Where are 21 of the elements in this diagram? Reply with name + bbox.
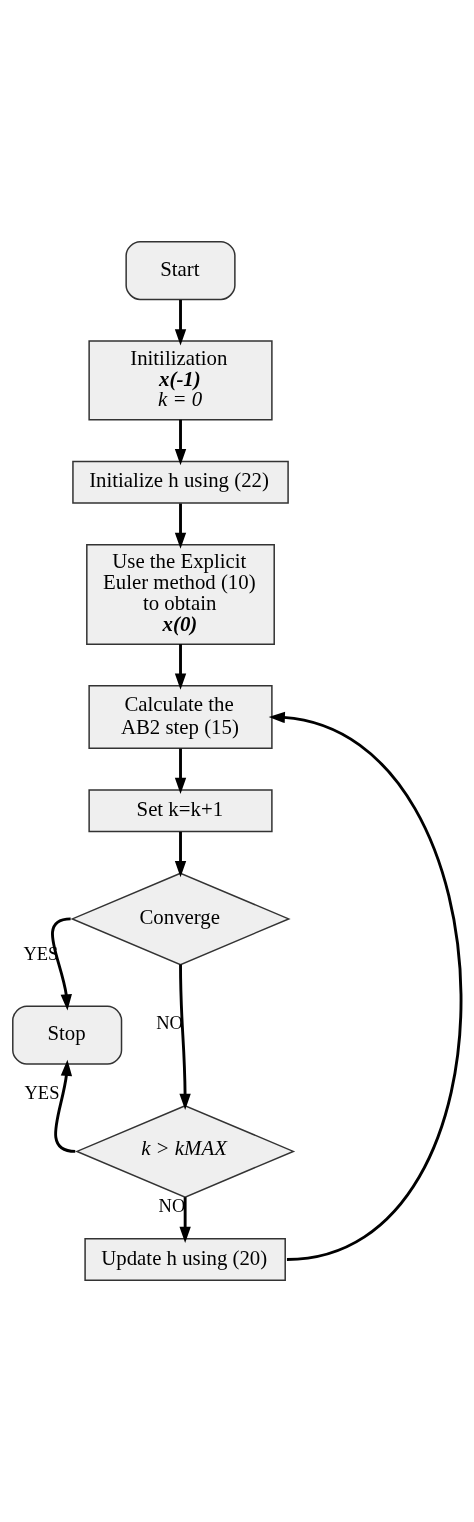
node-box: Calculate the AB2 step (15): [88, 685, 273, 750]
arrow: [268, 711, 463, 1261]
node-diamond: Converge: [70, 872, 291, 966]
arrow: [179, 1197, 191, 1243]
arrow: [174, 748, 187, 794]
node-diamond: k > kMAX: [75, 1104, 296, 1198]
arrow: [174, 831, 187, 878]
node-box: Use the Explicit Euler method (10) to obtain x(0): [86, 543, 275, 645]
node-box: Update h using (20): [84, 1238, 286, 1282]
arrow: [174, 299, 187, 346]
edge-label: NO: [158, 1195, 186, 1216]
edge-label: YES: [24, 1083, 60, 1104]
node-box: Initialize h using (22): [72, 460, 289, 504]
arrow: [174, 644, 187, 690]
arrow: [174, 419, 187, 466]
arrow: [174, 503, 187, 549]
node-box: Set k=k+1: [88, 789, 273, 833]
node-box: Stop: [12, 1005, 123, 1065]
node-box: Start: [125, 240, 236, 301]
node-box: Initilization x(-1) k = 0: [88, 340, 273, 421]
arrow: [179, 964, 191, 1111]
